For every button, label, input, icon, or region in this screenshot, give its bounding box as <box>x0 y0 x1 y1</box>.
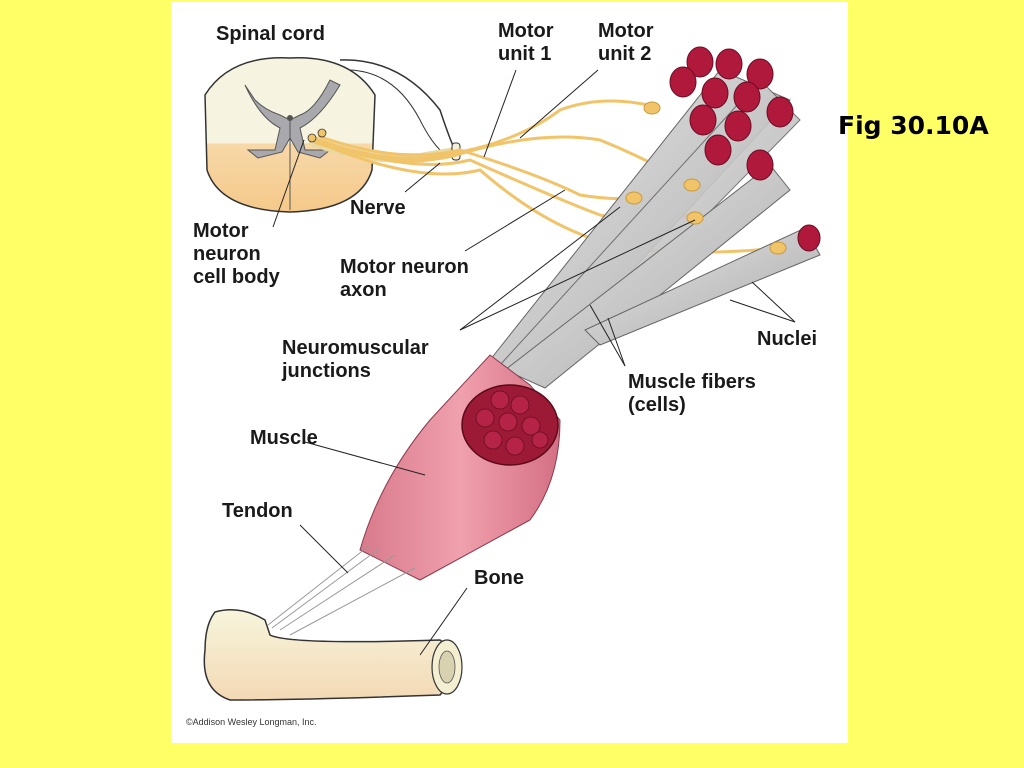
leader-lines <box>272 69 796 656</box>
bone <box>203 609 463 701</box>
label-bone: Bone <box>474 567 524 589</box>
fiber-ends <box>669 46 821 252</box>
label-motor-neuron-axon: Motor neuron axon <box>340 256 469 301</box>
label-tendon: Tendon <box>222 500 293 522</box>
label-muscle: Muscle <box>250 427 318 449</box>
label-motor-unit-1: Motor unit 1 <box>498 20 554 65</box>
figure-title: Fig 30.10A <box>838 111 989 140</box>
label-spinal-cord: Spinal cord <box>216 23 325 45</box>
label-nerve: Nerve <box>350 197 406 219</box>
copyright-notice: ©Addison Wesley Longman, Inc. <box>186 717 317 727</box>
label-neuromuscular-junctions: Neuromuscular junctions <box>282 337 429 382</box>
label-muscle-fibers: Muscle fibers (cells) <box>628 371 756 416</box>
tendon <box>267 544 416 636</box>
neuromuscular-junctions <box>625 101 787 255</box>
label-nuclei: Nuclei <box>757 328 818 350</box>
label-motor-unit-2: Motor unit 2 <box>598 20 654 65</box>
muscle <box>359 354 561 581</box>
label-motor-neuron-cell-body: Motor neuron cell body <box>193 220 280 288</box>
spinal-cord <box>204 57 456 213</box>
